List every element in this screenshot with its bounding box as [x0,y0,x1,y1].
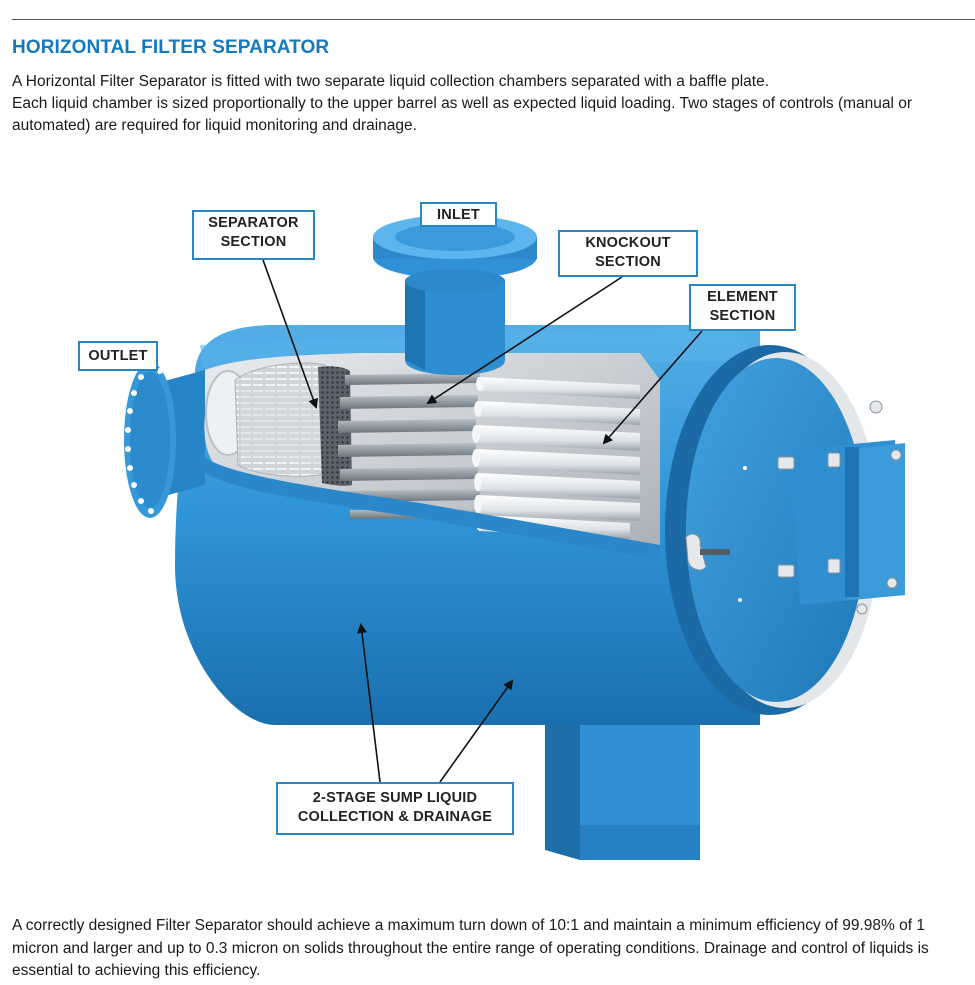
knockout-leader [426,276,623,405]
element-label-line-1: ELEMENT [707,289,778,305]
separator-label-line-1: SEPARATOR [208,215,299,231]
knockout-label-line-1: KNOCKOUT [585,235,671,251]
element-section-label: ELEMENT SECTION [689,284,796,331]
intro-line-1: A Horizontal Filter Separator is fitted … [12,73,770,90]
leader-lines [262,259,703,783]
footer-paragraph: A correctly designed Filter Separator sh… [12,917,929,979]
outlet-label: OUTLET [78,341,158,371]
separator-leader [262,259,318,409]
element-label-line-2: SECTION [709,308,776,324]
closure-door [665,345,905,715]
inlet-label: INLET [420,202,497,227]
top-divider [12,19,975,20]
element-leader [602,330,703,445]
sump-label-line-2: COLLECTION & DRAINAGE [297,809,493,825]
outlet-label-text: OUTLET [88,348,148,364]
sump-leader-right [439,679,514,783]
separator-label-line-2: SECTION [220,234,287,250]
outlet-nozzle [124,362,205,518]
inlet-label-text: INLET [437,207,480,223]
knockout-section-label: KNOCKOUT SECTION [558,230,698,277]
knockout-label-line-2: SECTION [595,254,661,270]
separator-illustration [124,215,905,860]
sump-label: 2-STAGE SUMP LIQUID COLLECTION & DRAINAG… [276,782,514,835]
sump-leader-left [356,623,381,783]
cutaway-interior [200,353,661,560]
intro-paragraph: A Horizontal Filter Separator is fitted … [12,71,967,137]
sump-label-line-1: 2-STAGE SUMP LIQUID [312,790,478,806]
separator-diagram: INLET SEPARATOR SECTION KNOCKOUT SECTION… [0,185,975,885]
separator-section-label: SEPARATOR SECTION [192,210,315,260]
page-title: HORIZONTAL FILTER SEPARATOR [12,37,330,58]
intro-line-2: Each liquid chamber is sized proportiona… [12,95,913,134]
